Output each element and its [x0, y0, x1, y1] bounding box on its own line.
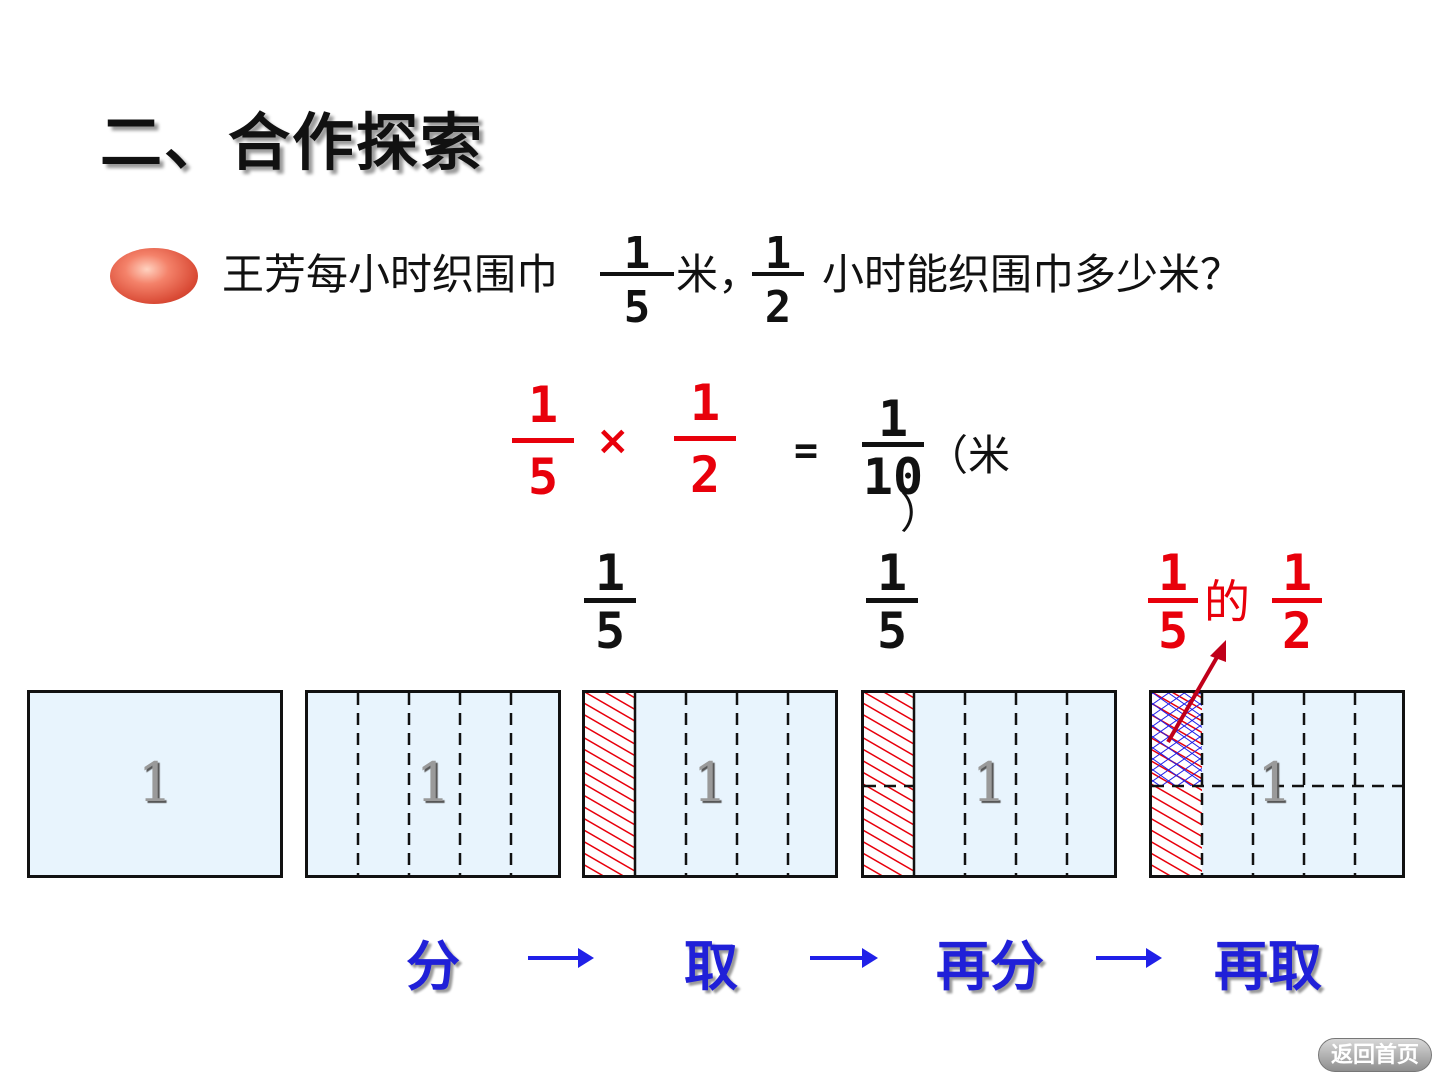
box-label: 1	[1257, 751, 1292, 814]
fraction-bar	[866, 598, 918, 603]
home-button[interactable]: 返回首页	[1318, 1038, 1432, 1072]
final-fraction-b: 1 2	[1272, 548, 1322, 656]
fifth-halved-box: 1	[861, 690, 1117, 878]
pointer-arrow	[1166, 640, 1226, 744]
label-fraction-fifth-1: 1 5	[584, 548, 636, 656]
box-label: 1	[137, 751, 173, 814]
step-divide-again: 再分	[936, 935, 1044, 998]
fraction-denominator: 5	[594, 602, 626, 660]
whole-box: 1	[27, 690, 283, 878]
fraction-denominator: 10	[862, 448, 924, 506]
question-fraction-2: 1 2	[752, 232, 804, 330]
fifths-divider-lines	[356, 693, 513, 875]
equals-sign: =	[794, 428, 819, 474]
fraction-numerator: 1	[689, 374, 721, 432]
fifth-taken-box: 1	[582, 690, 838, 878]
blue-crosshatched-tenth	[1152, 693, 1402, 875]
box-label: 1	[415, 751, 451, 814]
fraction-numerator: 1	[1281, 544, 1313, 602]
step-divide: 分	[406, 935, 460, 998]
fraction-denominator: 2	[1281, 602, 1313, 660]
box-label: 1	[692, 751, 728, 814]
fraction-denominator: 2	[764, 282, 792, 333]
step-take: 取	[684, 935, 738, 998]
fraction-numerator: 1	[877, 390, 909, 448]
unit-close: ）	[900, 489, 943, 538]
question-part1: 王芳每小时织围巾	[222, 250, 559, 299]
fraction-numerator: 1	[594, 544, 626, 602]
fraction-bar	[862, 442, 924, 447]
arrow-right-icon	[528, 948, 594, 968]
fraction-numerator: 1	[764, 228, 792, 279]
bullet-icon	[110, 248, 198, 304]
box-label: 1	[971, 751, 1007, 814]
arrow-right-icon	[1096, 948, 1162, 968]
fraction-bar	[752, 272, 804, 276]
fraction-numerator: 1	[527, 376, 559, 434]
fraction-denominator: 5	[876, 602, 908, 660]
equation-result: 1 10	[862, 394, 924, 502]
fraction-denominator: 5	[527, 448, 559, 506]
fraction-denominator: 5	[623, 282, 651, 333]
unit-open: （米	[926, 431, 1011, 480]
final-result-box: 1	[1149, 690, 1405, 878]
fraction-denominator: 5	[1157, 602, 1189, 660]
fraction-bar	[1272, 598, 1322, 603]
fraction-numerator: 1	[876, 544, 908, 602]
red-hatched-fifth-halved	[864, 693, 1069, 875]
fraction-bar	[600, 272, 674, 276]
fraction-bar	[674, 436, 736, 441]
fraction-numerator: 1	[1157, 544, 1189, 602]
red-hatched-fifth	[585, 693, 790, 875]
question-part2: 米，	[676, 250, 761, 299]
fraction-bar	[1148, 598, 1198, 603]
fraction-bar	[512, 438, 574, 443]
fraction-numerator: 1	[623, 228, 651, 279]
label-fraction-fifth-2: 1 5	[866, 548, 918, 656]
fraction-denominator: 2	[689, 446, 721, 504]
page-title: 二、合作探索	[100, 106, 485, 179]
final-fraction-a: 1 5	[1148, 548, 1198, 656]
step-take-again: 再取	[1214, 935, 1322, 998]
final-label-word: 的	[1204, 575, 1250, 629]
fifths-box: 1	[305, 690, 561, 878]
equation-fraction-b: 1 2	[674, 378, 736, 500]
multiply-sign: ×	[596, 418, 630, 464]
question-part3: 小时能织围巾多少米？	[822, 250, 1243, 299]
question-fraction-1: 1 5	[600, 232, 674, 330]
arrow-right-icon	[810, 948, 878, 968]
fraction-bar	[584, 598, 636, 603]
equation-fraction-a: 1 5	[512, 380, 574, 502]
